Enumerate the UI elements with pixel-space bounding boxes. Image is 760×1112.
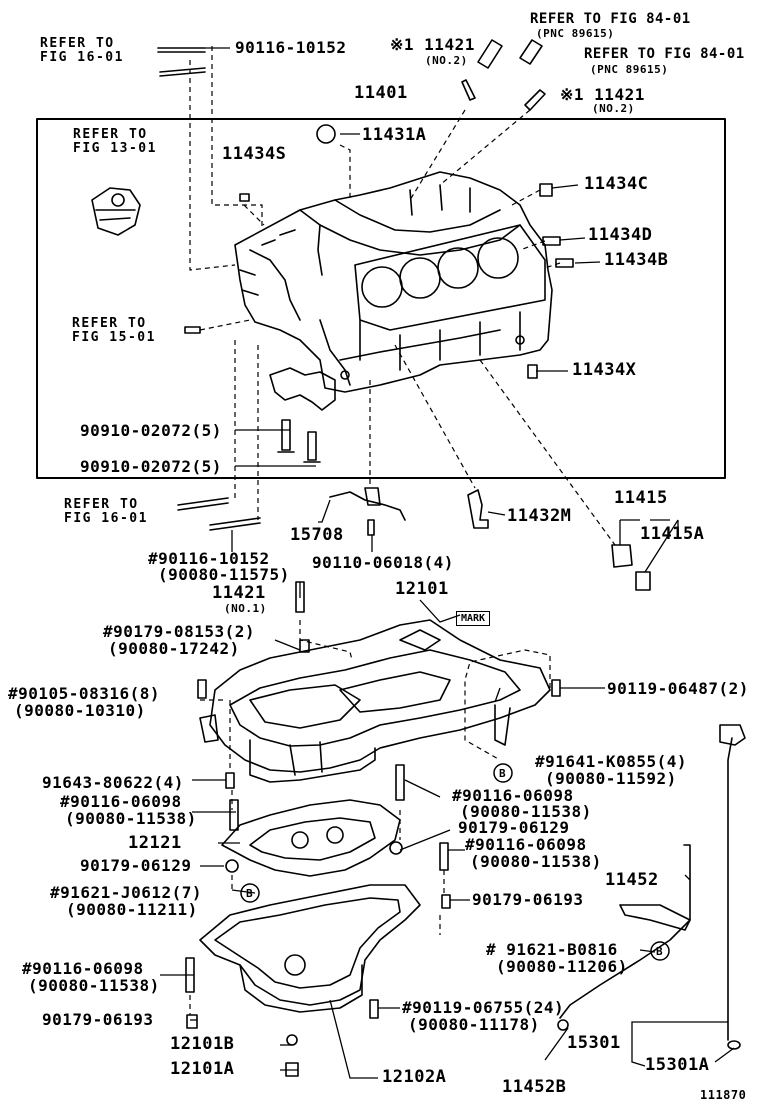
ref-fig13-2: FIG 13-01 — [73, 141, 157, 156]
dipstick — [727, 737, 733, 1041]
part-12101: 12101 — [395, 579, 449, 599]
part-90179-06193-b: 90179-06193 — [42, 1010, 154, 1029]
part-90179-06129-b: 90179-06129 — [80, 856, 192, 875]
part-11434b: 11434B — [604, 250, 669, 270]
dipstick-guide — [559, 844, 691, 1019]
part-15301a: 15301A — [645, 1055, 710, 1075]
ref-fig84-b-sub: (PNC 89615) — [590, 63, 669, 76]
part-90080-11211: (90080-11211) — [66, 900, 198, 919]
part-12102a: 12102A — [382, 1067, 447, 1087]
part-90119-06487: 90119-06487(2) — [607, 679, 749, 698]
part-90119-06755: #90119-06755(24) — [402, 998, 565, 1017]
part-11452b: 11452B — [502, 1077, 567, 1097]
part-90080-11178: (90080-11178) — [408, 1015, 540, 1034]
part-90080-11592: (90080-11592) — [545, 769, 677, 788]
ref-fig16-top-label-2: FIG 16-01 — [40, 50, 124, 65]
part-91621-b0816: # 91621-B0816 — [486, 940, 618, 959]
ref-fig15-2: FIG 15-01 — [72, 330, 156, 345]
part-11421-b-sub: (NO.2) — [592, 102, 635, 115]
part-11421-a: ※1 11421 — [390, 35, 475, 54]
part-90116-06098-a: #90116-06098 — [60, 792, 182, 811]
part-90910-02072-b: 90910-02072(5) — [80, 457, 222, 476]
part-90110-06018: 90110-06018(4) — [312, 553, 454, 572]
ref-fig13: REFER TO — [73, 127, 148, 142]
part-11434d: 11434D — [588, 225, 653, 245]
mark-badge: MARK — [456, 611, 491, 626]
engine-block — [234, 171, 553, 393]
part-90080-11538-b: (90080-11538) — [460, 802, 592, 821]
part-90080-11206: (90080-11206) — [496, 957, 628, 976]
part-91643-80622: 91643-80622(4) — [42, 773, 184, 792]
b-mark-1: B — [499, 767, 507, 780]
part-11421-c-sub: (NO.1) — [224, 602, 267, 615]
part-90179-08153: #90179-08153(2) — [103, 622, 255, 641]
part-11434s: 11434S — [222, 144, 287, 164]
part-12101b: 12101B — [170, 1034, 235, 1054]
ref-fig16-bot-2: FIG 16-01 — [64, 511, 148, 526]
ref-fig84-a-sub: (PNC 89615) — [536, 27, 615, 40]
part-90116-06098-b: #90116-06098 — [452, 786, 574, 805]
part-90116-06098-d: #90116-06098 — [22, 959, 144, 978]
part-11415a: 11415A — [640, 524, 705, 544]
figure-number: 111870 — [700, 1088, 747, 1102]
part-90910-02072-a: 90910-02072(5) — [80, 421, 222, 440]
part-12121: 12121 — [128, 833, 182, 853]
part-90179-06129-a: 90179-06129 — [458, 818, 570, 837]
ref-fig84-a: REFER TO FIG 84-01 — [530, 11, 691, 27]
b-mark-2: B — [246, 887, 254, 900]
part-91621-j0612: #91621-J0612(7) — [50, 883, 202, 902]
b-mark-3: B — [656, 945, 664, 958]
part-90116-10152-top: 90116-10152 — [235, 38, 347, 57]
part-11421-c: 11421 — [212, 583, 266, 603]
part-90080-17242: (90080-17242) — [108, 639, 240, 658]
part-90116-06098-c: #90116-06098 — [465, 835, 587, 854]
ref-fig84-b: REFER TO FIG 84-01 — [584, 46, 745, 62]
part-11434c: 11434C — [584, 174, 649, 194]
part-11421-a-sub: (NO.2) — [425, 54, 468, 67]
part-11434x: 11434X — [572, 360, 637, 380]
part-90080-11538-c: (90080-11538) — [470, 852, 602, 871]
part-90080-10310: (90080-10310) — [14, 701, 146, 720]
ref-fig16-top-label: REFER TO — [40, 36, 115, 51]
part-11452: 11452 — [605, 870, 659, 890]
ref-fig16-bot: REFER TO — [64, 497, 139, 512]
part-12101a: 12101A — [170, 1059, 235, 1079]
part-90179-06193-a: 90179-06193 — [472, 890, 584, 909]
part-11415: 11415 — [614, 488, 668, 508]
lower-oil-pan — [199, 884, 421, 1013]
part-90116-10152-bot: #90116-10152 — [148, 549, 270, 568]
part-11421-b: ※1 11421 — [560, 85, 645, 104]
part-11401: 11401 — [354, 83, 408, 103]
part-91641-k0855: #91641-K0855(4) — [535, 752, 687, 771]
block-frame — [36, 118, 726, 479]
part-11432m: 11432M — [507, 506, 572, 526]
part-15301: 15301 — [567, 1033, 621, 1053]
part-90080-11538-a: (90080-11538) — [65, 809, 197, 828]
part-90080-11575: (90080-11575) — [158, 565, 290, 584]
part-11431a: 11431A — [362, 125, 427, 145]
ref-fig15: REFER TO — [72, 316, 147, 331]
part-90105-08316: #90105-08316(8) — [8, 684, 160, 703]
piston-ref — [91, 187, 141, 236]
part-90080-11538-d: (90080-11538) — [28, 976, 160, 995]
part-15708: 15708 — [290, 525, 344, 545]
upper-oil-pan — [199, 619, 551, 783]
baffle-plate — [221, 799, 401, 877]
bearing-cap — [269, 367, 336, 411]
